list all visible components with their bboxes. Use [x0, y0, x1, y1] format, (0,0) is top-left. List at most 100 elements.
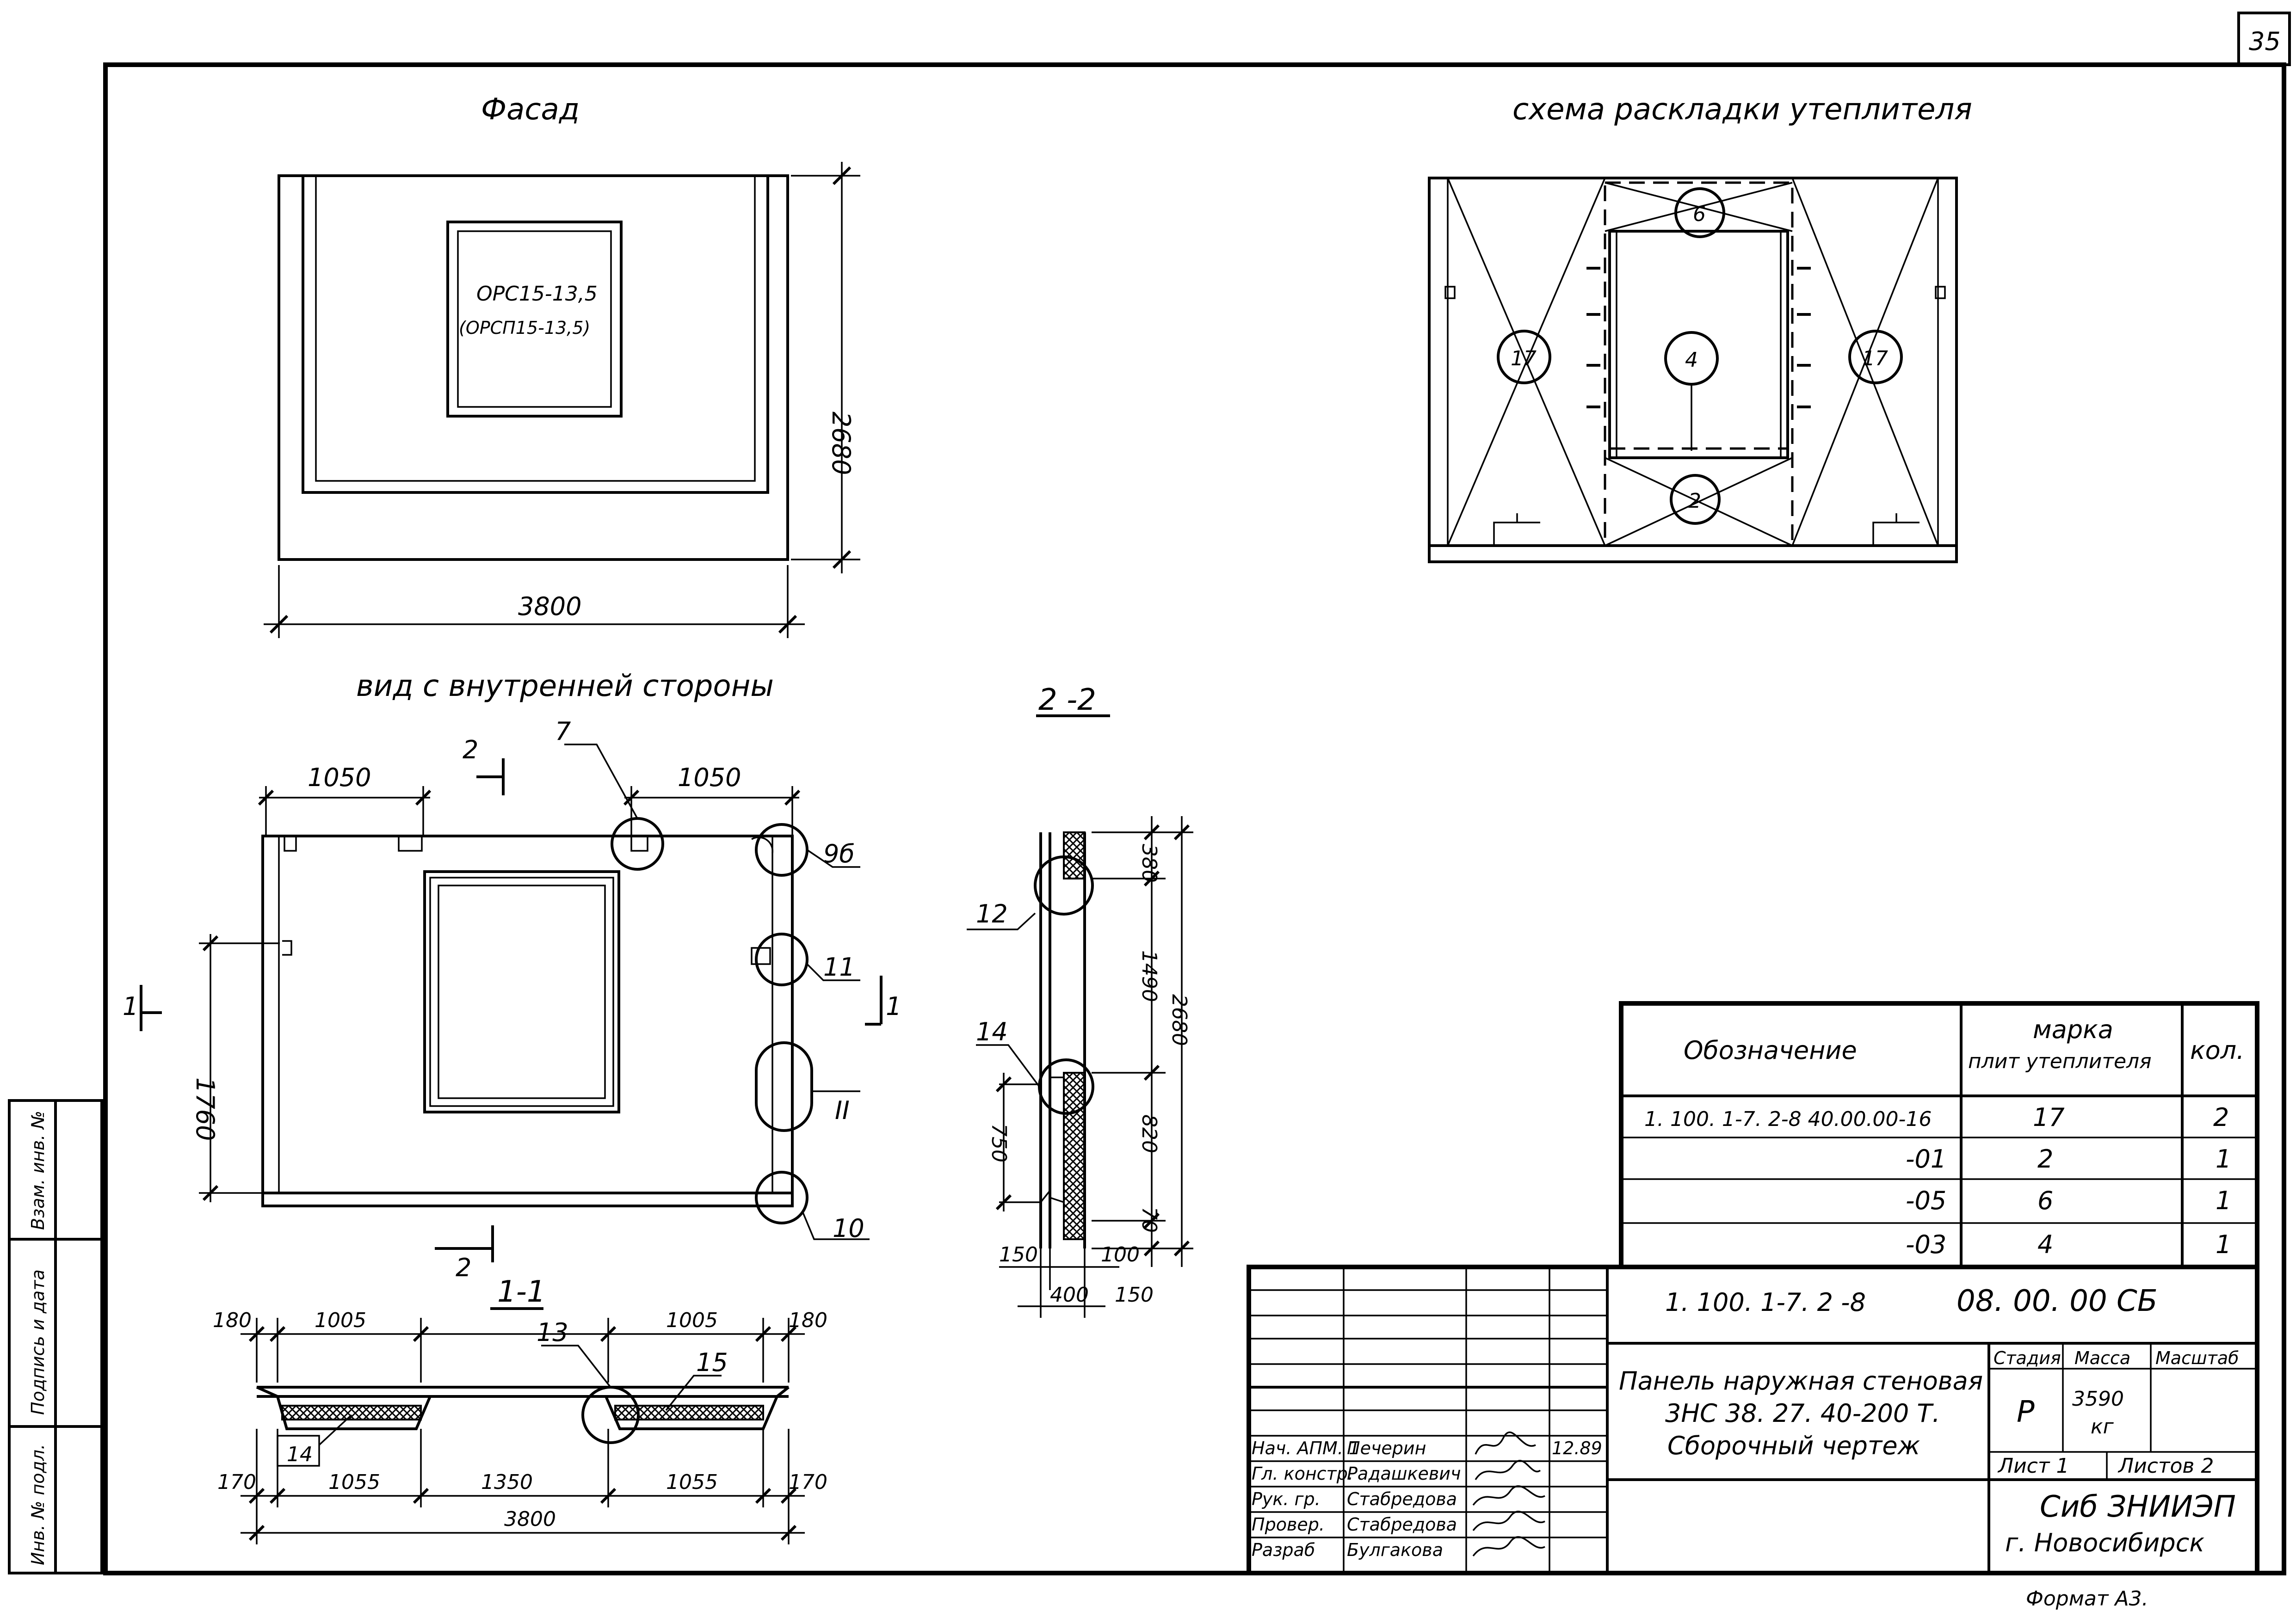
spec-row-4-qty: 1: [2216, 1230, 2231, 1259]
s22-dim-400: 400: [1050, 1283, 1089, 1307]
spec-row-2-designation: -01: [1906, 1144, 1946, 1174]
tb-staff-5-role: Разраб: [1252, 1540, 1315, 1560]
inner-view-title: вид с внутренней стороны: [356, 669, 774, 703]
tb-stage-label: Стадия: [1994, 1348, 2061, 1368]
callout-11: 11: [823, 953, 855, 982]
spec-row-3-designation: -05: [1906, 1186, 1946, 1215]
tb-stage: Р: [2017, 1395, 2035, 1429]
spec-row-4-mark: 4: [2037, 1230, 2053, 1259]
side-label-signature: Подпись и дата: [28, 1269, 48, 1415]
tb-staff-5-name: Булгакова: [1347, 1540, 1443, 1560]
side-label-inv-original: Инв. № подл.: [28, 1444, 48, 1565]
s22-dim-150-right: 150: [1115, 1283, 1154, 1307]
s11-dim-170-left: 170: [217, 1470, 256, 1494]
tb-staff-2-name: Радашкевич: [1347, 1463, 1461, 1484]
callout-7: 7: [555, 717, 571, 746]
callout-10: 10: [833, 1214, 864, 1243]
inner-dim-top-left: 1050: [308, 763, 371, 792]
insulation-scheme: схема раскладки утеплителя 6 17 4 17 2: [1428, 92, 1972, 563]
insulation-callout-6: 6: [1693, 203, 1706, 226]
tb-series: 1. 100. 1-7. 2 -8: [1665, 1288, 1866, 1317]
facade-view: Фасад ОРС15-13,5 (ОРСП15-13,5) 3800 2680: [264, 92, 860, 638]
section-2-bottom-label: 2: [456, 1253, 471, 1282]
section-1-1: 1-1 180 1005 1005 180 170 1055 1350 1055…: [213, 1275, 827, 1544]
s11-callout-13: 13: [537, 1318, 568, 1347]
tb-staff-1-name: Печерин: [1347, 1438, 1426, 1458]
s22-dim-820: 820: [1137, 1114, 1161, 1153]
s22-dim-150-left: 150: [999, 1243, 1038, 1267]
sheet-frame: 35: [103, 12, 2291, 1575]
tb-mass-label: Масса: [2074, 1348, 2130, 1368]
title-block: 1. 100. 1-7. 2 -8 08. 00. 00 СБ Панель н…: [1247, 1265, 2259, 1575]
s11-dim-1005-right: 1005: [666, 1309, 718, 1332]
s11-dim-total: 3800: [504, 1507, 556, 1531]
tb-staff-4-name: Стабредова: [1347, 1514, 1457, 1535]
spec-row-1-designation: 1. 100. 1-7. 2-8 40.00.00-16: [1644, 1107, 1932, 1131]
tb-staff-3-role: Рук. гр.: [1252, 1489, 1321, 1509]
facade-window-mark-alt: (ОРСП15-13,5): [459, 318, 590, 338]
spec-row-2-mark: 2: [2037, 1144, 2053, 1174]
s11-callout-14: 14: [287, 1443, 313, 1466]
spec-row-1-qty: 2: [2213, 1103, 2229, 1132]
inner-dim-top-right: 1050: [678, 763, 741, 792]
spec-header-qty: кол.: [2190, 1036, 2244, 1065]
spec-header-designation: Обозначение: [1684, 1036, 1857, 1065]
tb-staff-1-role: Нач. АПМ. 1: [1252, 1438, 1360, 1458]
tb-sheet: Лист 1: [1997, 1454, 2069, 1478]
tb-staff-1-date: 12.89: [1552, 1438, 1602, 1458]
facade-dim-width: 3800: [518, 592, 581, 621]
s22-dim-1490: 1490: [1137, 950, 1161, 1002]
section-2-top-label: 2: [463, 735, 478, 764]
callout-II: II: [835, 1096, 850, 1125]
tb-staff-2-role: Гл. констр.: [1252, 1463, 1353, 1484]
insulation-callout-4: 4: [1685, 348, 1698, 372]
tb-name-line1: Панель наружная стеновая: [1619, 1366, 1983, 1396]
s22-dim-2680: 2680: [1167, 994, 1191, 1046]
s22-dim-380: 380: [1137, 844, 1161, 883]
spec-row-3-mark: 6: [2037, 1186, 2053, 1215]
section-1-right-label: 1: [886, 992, 901, 1021]
s11-callout-15: 15: [696, 1348, 728, 1377]
s22-dim-750: 750: [987, 1124, 1011, 1162]
tb-org-name: Сиб ЗНИИЭП: [2040, 1490, 2236, 1524]
callout-9b: 9б: [823, 839, 855, 868]
insulation-callout-17-right: 17: [1862, 347, 1888, 370]
tb-name-line3: Сборочный чертеж: [1667, 1431, 1920, 1460]
s22-dim-70: 70: [1137, 1207, 1161, 1233]
spec-row-4-designation: -03: [1906, 1230, 1946, 1259]
tb-mass-value: 3590: [2072, 1387, 2124, 1411]
insulation-callout-17-left: 17: [1511, 347, 1537, 370]
s11-dim-1350: 1350: [481, 1470, 533, 1494]
section-2-2: 2 -2 380 1490 2680 820 70 750 150 100 40…: [967, 683, 1193, 1318]
spec-row-2-qty: 1: [2216, 1144, 2231, 1174]
facade-window-mark: ОРС15-13,5: [476, 282, 598, 306]
facade-title: Фасад: [481, 92, 580, 127]
section-1-1-title: 1-1: [497, 1275, 546, 1309]
spec-row-3-qty: 1: [2216, 1186, 2231, 1215]
section-2-2-title: 2 -2: [1038, 683, 1096, 717]
tb-doc-code: 08. 00. 00 СБ: [1957, 1284, 2158, 1318]
s22-dim-100: 100: [1101, 1243, 1140, 1267]
facade-dim-height: 2680: [827, 412, 856, 475]
inner-dim-left: 1760: [191, 1077, 220, 1141]
s11-dim-1055-left: 1055: [328, 1470, 380, 1494]
tb-scale-label: Масштаб: [2155, 1348, 2239, 1368]
spec-header-mark: марка: [2033, 1015, 2113, 1044]
section-1-left-label: 1: [123, 992, 138, 1021]
signatures: [1472, 1431, 1545, 1557]
tb-name-line2: 3НС 38. 27. 40-200 Т.: [1665, 1399, 1940, 1428]
tb-staff-3-name: Стабредова: [1347, 1489, 1457, 1509]
spec-table: Обозначение марка плит утеплителя кол. 1…: [1619, 1001, 2259, 1269]
s11-dim-1055-right: 1055: [666, 1470, 718, 1494]
tb-sheets: Листов 2: [2117, 1454, 2214, 1478]
s11-dim-180-left: 180: [213, 1309, 252, 1332]
inner-view: вид с внутренней стороны 1050 1050 1760 …: [123, 669, 901, 1282]
spec-row-1-mark: 17: [2033, 1103, 2065, 1132]
s11-dim-180-right: 180: [789, 1309, 827, 1332]
insulation-scheme-title: схема раскладки утеплителя: [1512, 92, 1972, 127]
sheet-format: Формат А3.: [2026, 1587, 2148, 1611]
s22-callout-12: 12: [976, 899, 1008, 928]
tb-org-city: г. Новосибирск: [2005, 1528, 2204, 1557]
page-number: 35: [2249, 27, 2281, 56]
